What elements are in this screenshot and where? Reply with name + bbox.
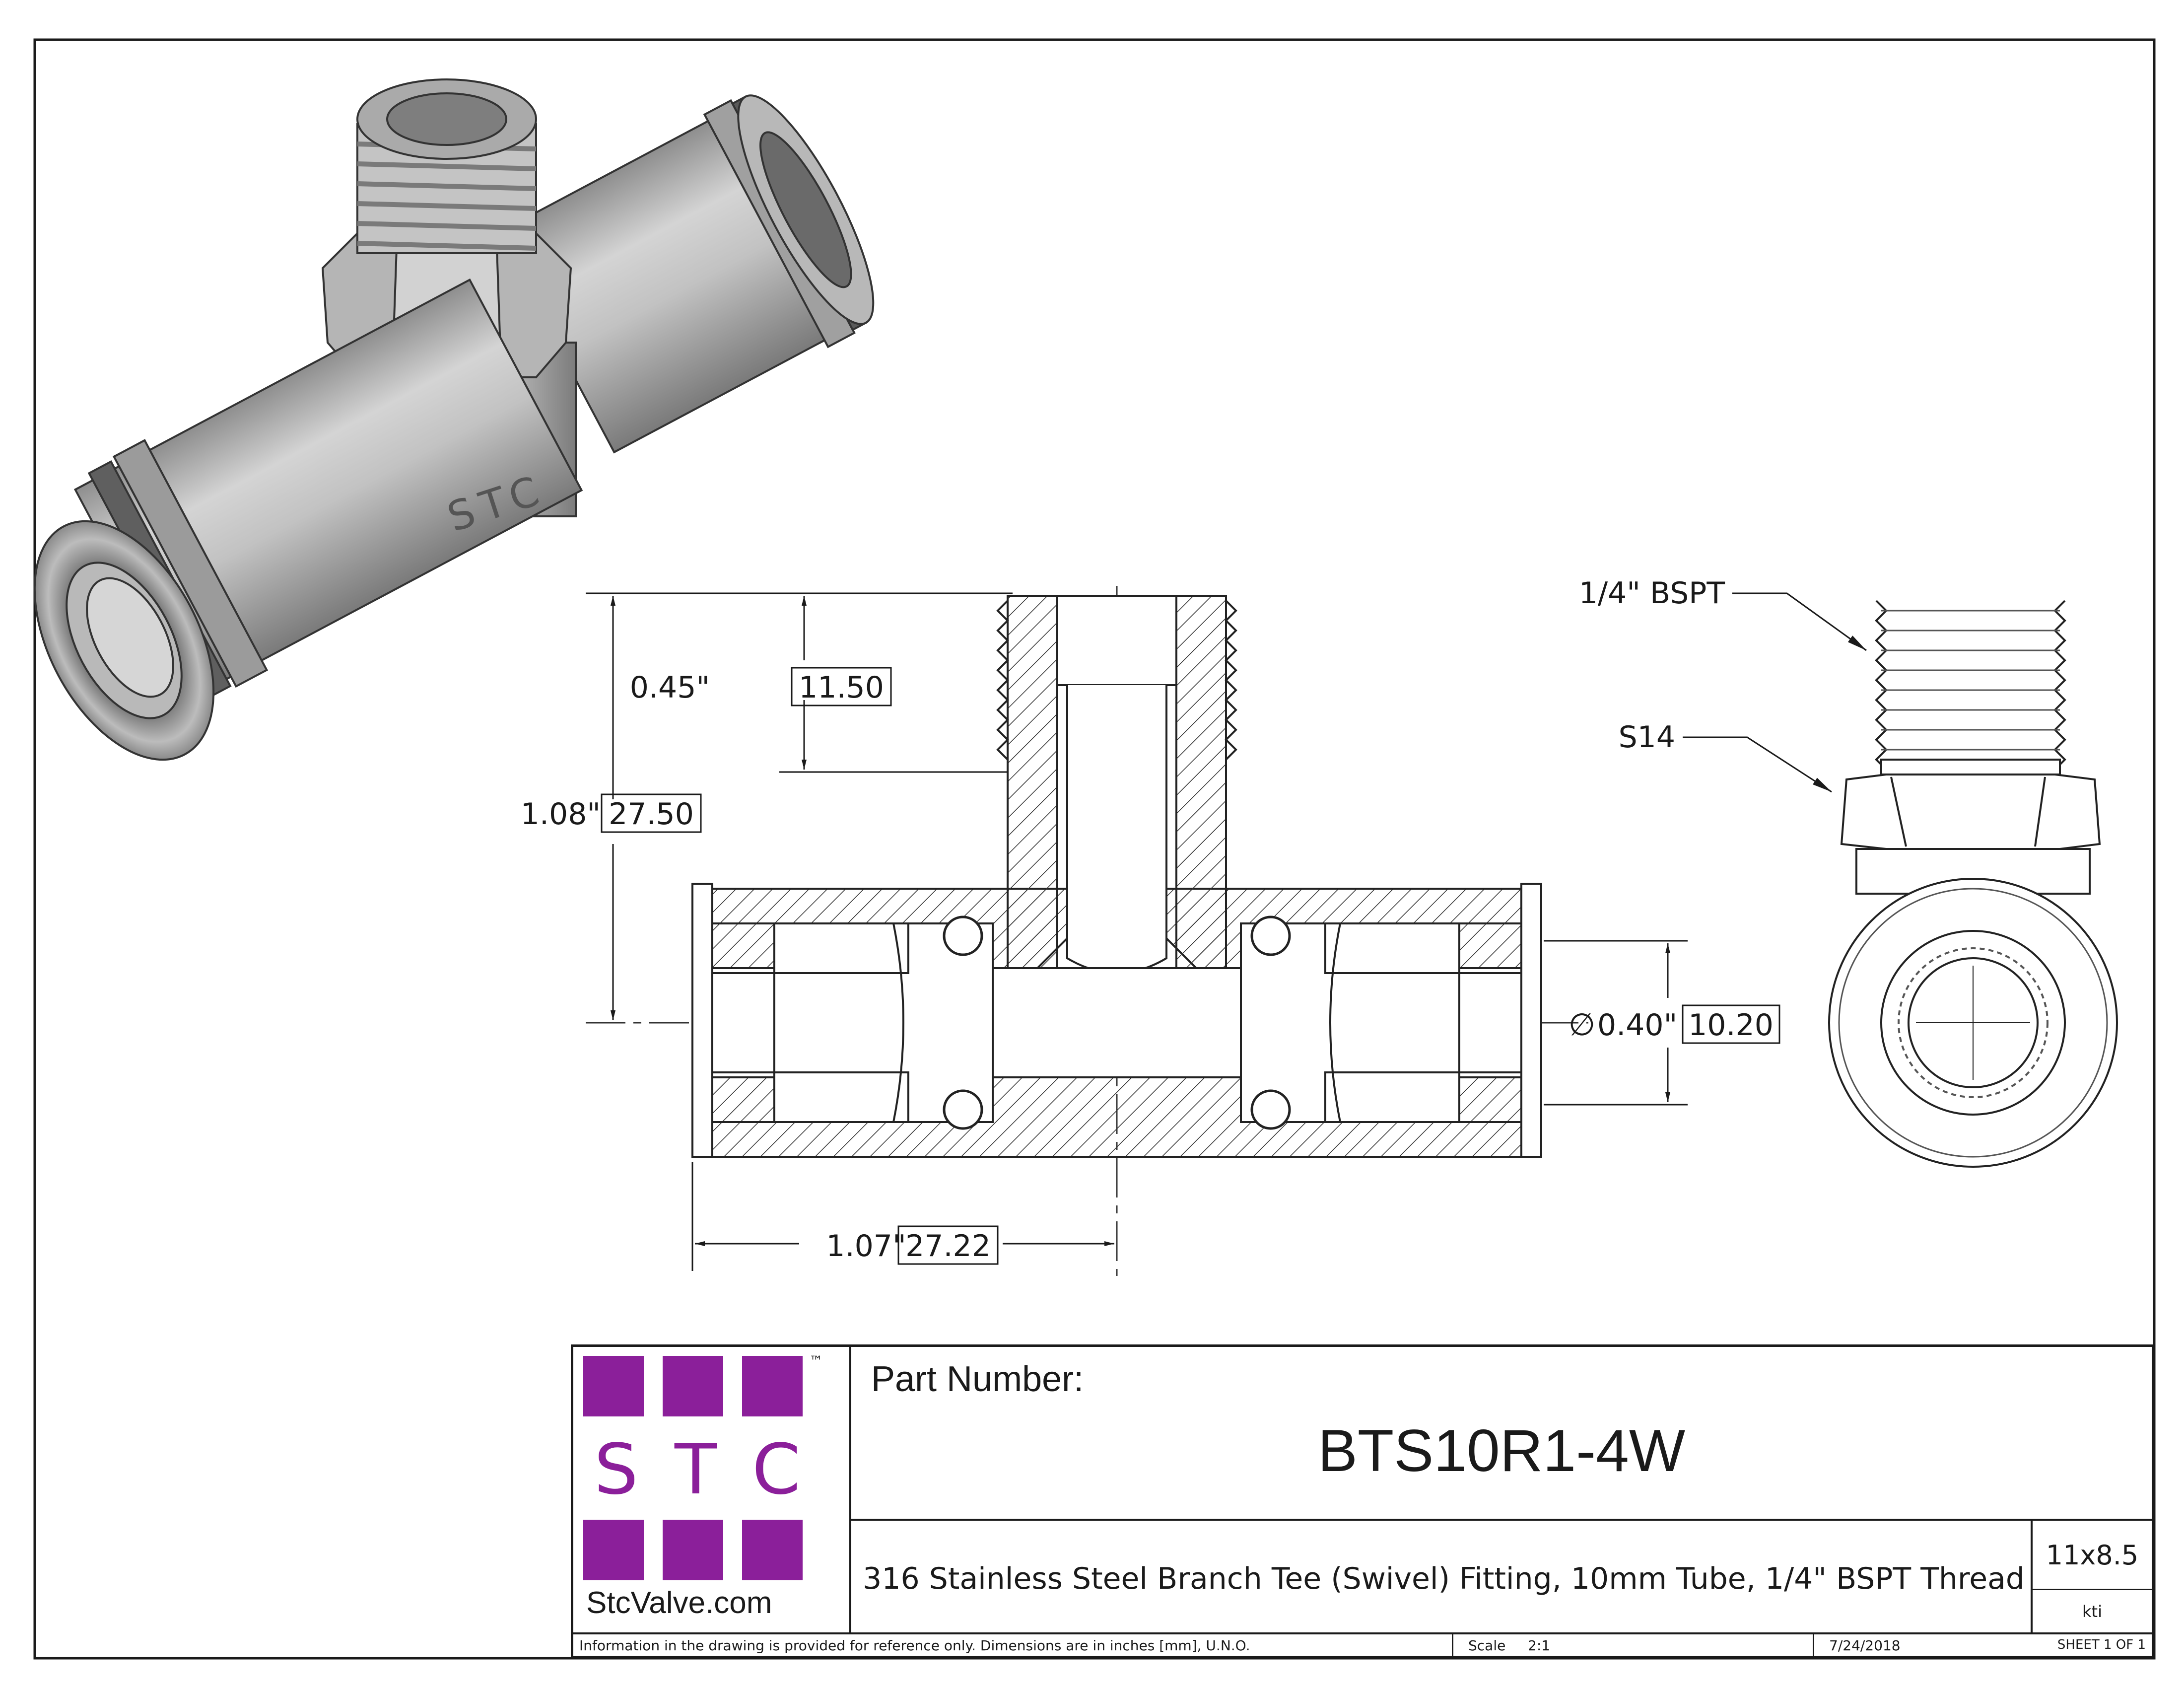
sheet-number: SHEET 1 OF 1: [2057, 1637, 2146, 1652]
callout-thread: 1/4" BSPT: [1579, 576, 1725, 611]
callout-hex: S14: [1619, 720, 1675, 755]
description-cell: 316 Stainless Steel Branch Tee (Swivel) …: [851, 1521, 2033, 1632]
logo: ™ S T C StcValve.com: [583, 1353, 841, 1624]
logo-square: [742, 1356, 803, 1416]
dim-total-height: 1.08": [521, 797, 601, 832]
logo-square: [663, 1520, 723, 1580]
dim-bore-prefix: ∅: [1569, 1006, 1595, 1043]
scale-label: Scale: [1468, 1637, 1506, 1654]
sheet-size-cell: 11x8.5: [2033, 1521, 2152, 1590]
dim-bore: 0.40": [1597, 1008, 1677, 1043]
scale-value: 2:1: [1528, 1637, 1551, 1654]
drawing-date: 7/24/2018: [1829, 1637, 1901, 1654]
scale-cell: Scale 2:1: [1452, 1634, 1814, 1656]
dim-half-length-mm: 27.22: [905, 1229, 991, 1264]
info-strip: Information in the drawing is provided f…: [573, 1632, 2152, 1656]
logo-square: [583, 1520, 644, 1580]
part-description: 316 Stainless Steel Branch Tee (Swivel) …: [863, 1561, 2025, 1596]
logo-letter-t: T: [675, 1429, 717, 1510]
part-number-label: Part Number:: [871, 1359, 1084, 1399]
dim-half-length: 1.07": [826, 1229, 906, 1264]
logo-square: [583, 1356, 644, 1416]
dim-branch-height: 0.45": [630, 670, 710, 705]
logo-square: [742, 1520, 803, 1580]
side-view: [1828, 600, 2118, 1168]
drawn-by-cell: kti: [2033, 1590, 2152, 1632]
callout-leaders: [1683, 592, 1867, 793]
sheet-size: 11x8.5: [2046, 1540, 2139, 1571]
sheet-border: [33, 38, 2156, 1660]
dimension-labels: 0.45" 11.50 1.08" 27.50 ∅ 0.40" 10.20 1.…: [521, 667, 1780, 1265]
isometric-view: STC: [33, 78, 875, 761]
part-number-cell: Part Number: BTS10R1-4W: [851, 1347, 2152, 1521]
dim-branch-height-mm: 11.50: [799, 670, 884, 705]
title-block: ™ S T C StcValve.com Part Number: BTS10R…: [571, 1344, 2154, 1658]
drawn-by: kti: [2082, 1602, 2102, 1621]
logo-cell: ™ S T C StcValve.com: [573, 1347, 851, 1632]
logo-trademark: ™: [809, 1353, 823, 1369]
logo-letter-s: S: [594, 1429, 638, 1510]
logo-square: [663, 1356, 723, 1416]
dim-total-height-mm: 27.50: [609, 797, 694, 832]
dim-bore-mm: 10.20: [1688, 1008, 1774, 1043]
dimensions: [586, 592, 1688, 1271]
reference-note: Information in the drawing is provided f…: [579, 1637, 1250, 1654]
part-number: BTS10R1-4W: [1317, 1417, 1686, 1484]
section-view: [586, 586, 1588, 1276]
logo-letter-c: C: [752, 1429, 801, 1510]
logo-website[interactable]: StcValve.com: [586, 1586, 772, 1620]
